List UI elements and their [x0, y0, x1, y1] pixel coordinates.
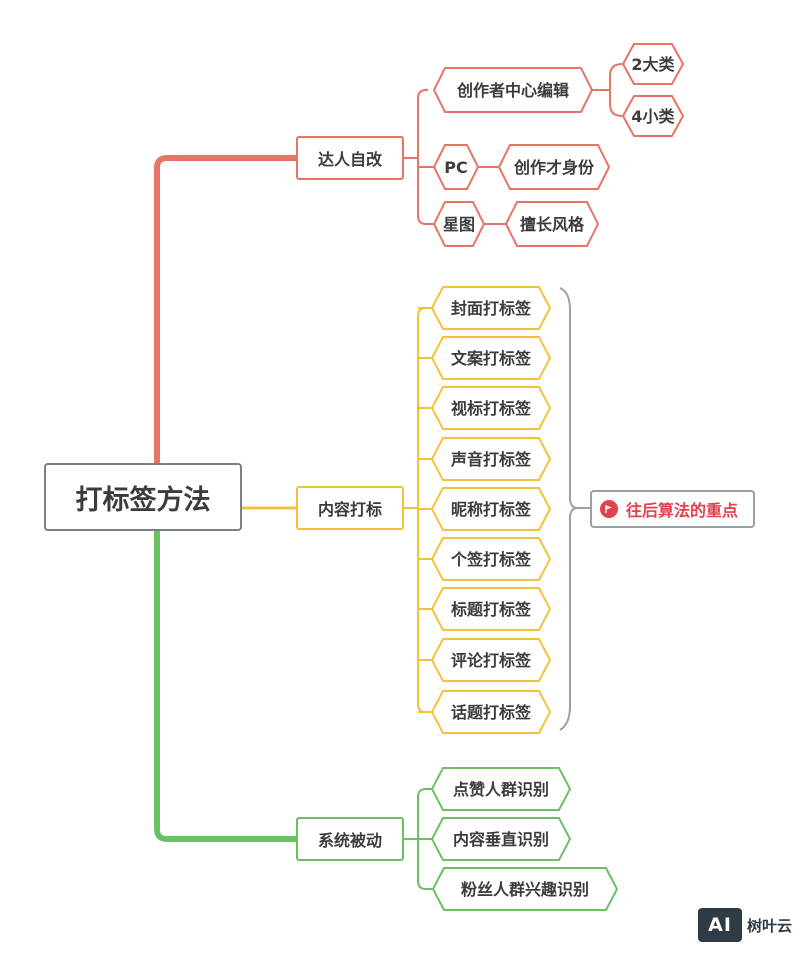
- node-label: 标题打标签: [450, 600, 532, 619]
- node-label: 昵称打标签: [451, 500, 532, 519]
- node-shape: [430, 336, 552, 380]
- node-label: 创作才身份: [513, 158, 595, 177]
- leaf-node-yellow[interactable]: 昵称打标签: [430, 487, 552, 531]
- leaf-node-yellow[interactable]: 话题打标签: [430, 690, 552, 734]
- leaf-node-red[interactable]: 创作才身份: [497, 144, 611, 190]
- node-shape: [431, 867, 619, 911]
- branch-node-dazi[interactable]: 达人自改: [296, 136, 404, 180]
- node-label: 擅长风格: [520, 215, 585, 234]
- watermark: AI 树叶云: [698, 908, 792, 942]
- node-label: 声音打标签: [450, 450, 532, 469]
- branch-label: 达人自改: [317, 150, 382, 169]
- node-shape: [430, 638, 552, 682]
- node-label: 评论打标签: [451, 651, 532, 670]
- summary-callout[interactable]: 往后算法的重点: [590, 490, 755, 528]
- node-shape: [430, 286, 552, 330]
- branch-node-neirong[interactable]: 内容打标: [296, 486, 404, 530]
- node-shape: [430, 587, 552, 631]
- red-spine: [417, 89, 434, 225]
- node-shape: [430, 487, 552, 531]
- node-shape: [432, 144, 480, 190]
- node-shape: [430, 386, 552, 430]
- connectors: [154, 63, 623, 890]
- leaf-node-green[interactable]: 粉丝人群兴趣识别: [431, 867, 619, 911]
- watermark-text: 树叶云: [747, 916, 793, 935]
- flag-icon: [600, 500, 618, 518]
- node-shape: [432, 201, 486, 247]
- node-shape: [432, 67, 594, 113]
- node-shape: [504, 201, 600, 247]
- branch-node-xitong[interactable]: 系统被动: [296, 817, 404, 861]
- branch-label: 内容打标: [317, 500, 382, 519]
- node-shape: [497, 144, 611, 190]
- root-node[interactable]: 打标签方法: [44, 463, 242, 531]
- leaf-node-yellow[interactable]: 封面打标签: [430, 286, 552, 330]
- leaf-node-yellow[interactable]: 标题打标签: [430, 587, 552, 631]
- node-label: 粉丝人群兴趣识别: [461, 880, 589, 899]
- node-label: 个签打标签: [450, 550, 532, 569]
- leaf-node-green[interactable]: 内容垂直识别: [430, 817, 572, 861]
- node-label: 封面打标签: [451, 299, 532, 318]
- leaf-node-red[interactable]: 星图: [432, 201, 486, 247]
- leaf-node-yellow[interactable]: 文案打标签: [430, 336, 552, 380]
- node-shape: [430, 767, 572, 811]
- node-shape: [430, 817, 572, 861]
- node-shape: [430, 537, 552, 581]
- root-label: 打标签方法: [75, 484, 211, 516]
- leaf-node-green[interactable]: 点赞人群识别: [430, 767, 572, 811]
- node-shape: [621, 43, 685, 85]
- leaf-node-yellow[interactable]: 声音打标签: [430, 437, 552, 481]
- watermark-logo: AI: [698, 908, 742, 942]
- node-label: 创作者中心编辑: [456, 81, 569, 100]
- node-label: 话题打标签: [451, 703, 532, 722]
- leaf-node-red[interactable]: 擅长风格: [504, 201, 600, 247]
- branch-label: 系统被动: [317, 831, 382, 850]
- leaf-node-red[interactable]: PC: [432, 144, 480, 190]
- leaf-node-red[interactable]: 创作者中心编辑: [432, 67, 594, 113]
- leaf-node-yellow[interactable]: 个签打标签: [430, 537, 552, 581]
- leaf-node-red[interactable]: 4小类: [621, 95, 685, 137]
- node-shape: [621, 95, 685, 137]
- node-shape: [430, 437, 552, 481]
- summary-bracket: [559, 287, 579, 731]
- node-label: 4小类: [631, 107, 675, 126]
- leaf-node-red[interactable]: 2大类: [621, 43, 685, 85]
- node-label: 点赞人群识别: [453, 780, 549, 799]
- node-label: 内容垂直识别: [453, 830, 549, 849]
- trunk-green: [154, 528, 299, 842]
- summary-label: 往后算法的重点: [626, 501, 739, 520]
- leaf-node-yellow[interactable]: 评论打标签: [430, 638, 552, 682]
- node-label: PC: [444, 158, 467, 177]
- leaf-node-yellow[interactable]: 视标打标签: [430, 386, 552, 430]
- node-label: 文案打标签: [451, 349, 532, 368]
- node-shape: [430, 690, 552, 734]
- node-label: 视标打标签: [451, 399, 532, 418]
- trunk-red: [154, 155, 299, 466]
- node-label: 星图: [443, 215, 475, 234]
- node-label: 2大类: [631, 55, 675, 74]
